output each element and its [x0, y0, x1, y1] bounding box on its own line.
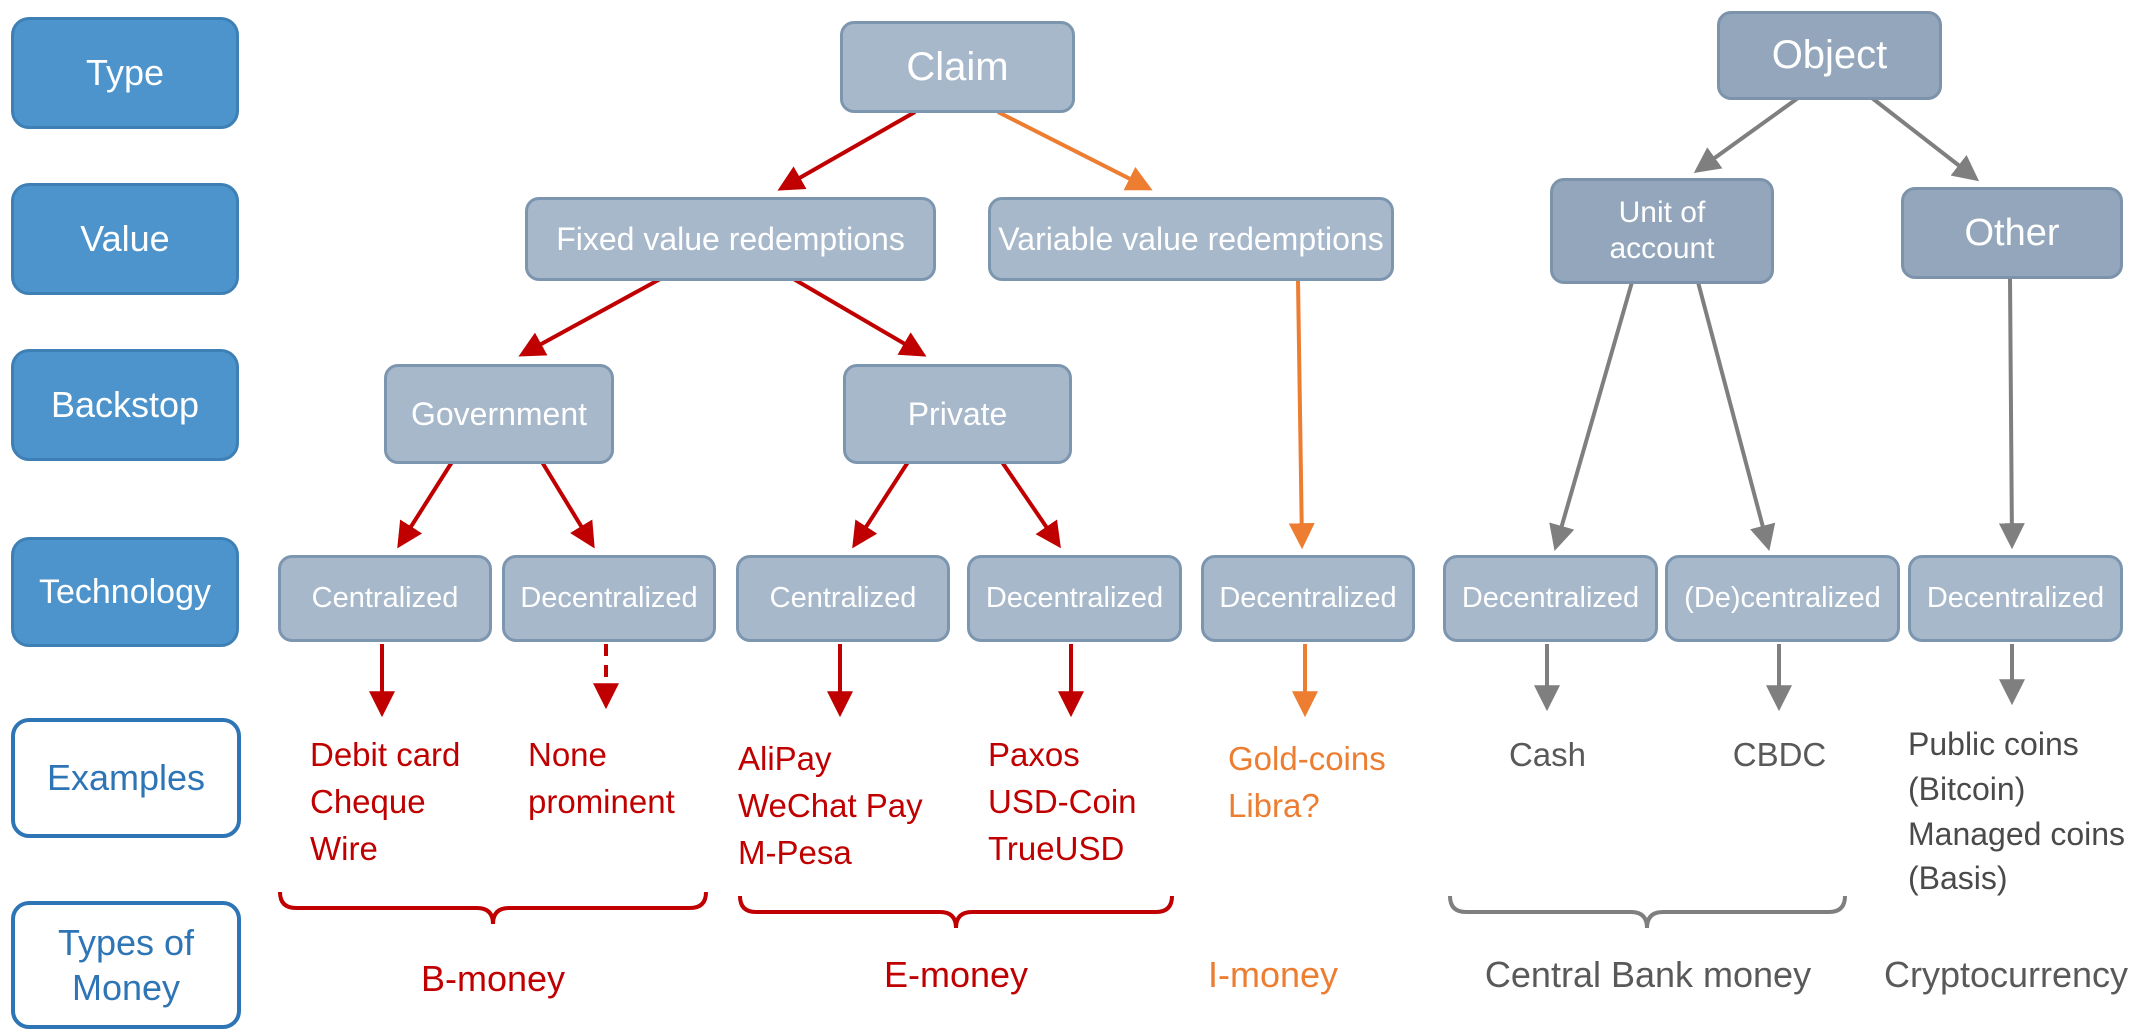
- node-object-text: Object: [1771, 33, 1888, 77]
- node-fixed-value-redemptions: Fixed value redemptions: [525, 197, 936, 281]
- row-label-type: Type: [11, 17, 239, 129]
- arrow-claim-to-fixed: [777, 110, 916, 191]
- arrow-object-to-unit: [1693, 96, 1800, 174]
- tech-gov-decentralized-text: Decentralized: [520, 582, 698, 614]
- brace-e-money: [738, 895, 1174, 929]
- tech-variable-decentralized-text: Decentralized: [1219, 582, 1397, 614]
- node-government-text: Government: [410, 395, 588, 432]
- arrow-fixed-to-private: [790, 276, 927, 357]
- tech-private-decentralized: Decentralized: [967, 555, 1182, 642]
- tech-gov-decentralized: Decentralized: [502, 555, 716, 642]
- node-variable-value-redemptions: Variable value redemptions: [988, 197, 1394, 281]
- arrow-claim-to-variable: [997, 110, 1153, 191]
- examples-cash: Cash: [1508, 736, 1587, 773]
- examples-e-decentralized: Paxos USD-Coin TrueUSD: [988, 736, 1137, 867]
- row-label-value: Value: [11, 183, 239, 295]
- row-label-examples: Examples: [11, 718, 241, 838]
- node-government: Government: [384, 364, 614, 464]
- row-label-types-of-money-text: Types of Money: [57, 922, 195, 1008]
- arrow-other-to-decentralized: [1998, 276, 2025, 550]
- arrow-object-to-other: [1870, 96, 1980, 182]
- arrow-government-to-centralized: [397, 460, 454, 549]
- node-claim-text: Claim: [906, 44, 1009, 89]
- node-object: Object: [1717, 11, 1942, 100]
- row-label-backstop-text: Backstop: [50, 384, 200, 425]
- node-other: Other: [1901, 187, 2123, 279]
- arrow-government-to-decentralized: [540, 460, 595, 549]
- brace-b-money: [278, 891, 708, 925]
- label-cryptocurrency: Cryptocurrency: [1883, 954, 2129, 995]
- arrow-private-to-centralized: [852, 460, 910, 549]
- row-label-value-text: Value: [80, 218, 170, 259]
- arrow-unit-to-de-centralized: [1696, 281, 1776, 552]
- examples-cbdc: CBDC: [1732, 736, 1827, 773]
- label-e-money: E-money: [883, 954, 1029, 995]
- row-label-examples-text: Examples: [46, 757, 206, 798]
- arrow-variable-to-decentralized: [1288, 279, 1315, 550]
- row-label-technology-text: Technology: [38, 572, 211, 611]
- tech-other-decentralized-text: Decentralized: [1926, 582, 2105, 614]
- tech-unit-decentralized-text: Decentralized: [1461, 582, 1640, 614]
- tech-private-decentralized-text: Decentralized: [985, 582, 1164, 614]
- examples-b-centralized: Debit card Cheque Wire: [310, 736, 461, 867]
- examples-e-centralized: AliPay WeChat Pay M-Pesa: [738, 740, 923, 871]
- node-unit-of-account: Unit of account: [1550, 178, 1774, 284]
- row-label-backstop: Backstop: [11, 349, 239, 461]
- tech-private-centralized: Centralized: [736, 555, 950, 642]
- tech-gov-centralized-text: Centralized: [311, 582, 459, 614]
- tech-unit-de-centralized-text: (De)centralized: [1684, 582, 1881, 614]
- node-claim: Claim: [840, 21, 1075, 113]
- tech-private-centralized-text: Centralized: [769, 582, 917, 614]
- row-label-technology: Technology: [11, 537, 239, 647]
- examples-cryptocurrency: Public coins (Bitcoin) Managed coins (Ba…: [1908, 726, 2126, 897]
- node-private: Private: [843, 364, 1072, 464]
- tech-unit-decentralized: Decentralized: [1443, 555, 1658, 642]
- examples-i-money: Gold-coins Libra?: [1228, 740, 1386, 824]
- label-central-bank-money: Central Bank money: [1484, 954, 1812, 995]
- tech-gov-centralized: Centralized: [278, 555, 492, 642]
- tech-other-decentralized: Decentralized: [1908, 555, 2123, 642]
- row-label-type-text: Type: [85, 52, 165, 93]
- tech-unit-de-centralized: (De)centralized: [1665, 555, 1900, 642]
- node-unit-of-account-text: Unit of account: [1609, 196, 1715, 265]
- arrow-unit-to-decentralized: [1549, 281, 1634, 551]
- brace-central-bank-money: [1448, 895, 1847, 929]
- node-private-text: Private: [907, 395, 1008, 432]
- examples-b-decentralized: None prominent: [528, 736, 675, 820]
- arrow-private-to-decentralized: [1000, 460, 1061, 549]
- label-b-money: B-money: [420, 958, 566, 999]
- tech-variable-decentralized: Decentralized: [1201, 555, 1415, 642]
- node-variable-text: Variable value redemptions: [998, 220, 1384, 257]
- node-fixed-text: Fixed value redemptions: [556, 220, 905, 257]
- row-label-types-of-money: Types of Money: [11, 901, 241, 1029]
- arrow-fixed-to-government: [518, 276, 663, 357]
- node-other-text: Other: [1964, 211, 2060, 254]
- label-i-money: I-money: [1207, 954, 1339, 995]
